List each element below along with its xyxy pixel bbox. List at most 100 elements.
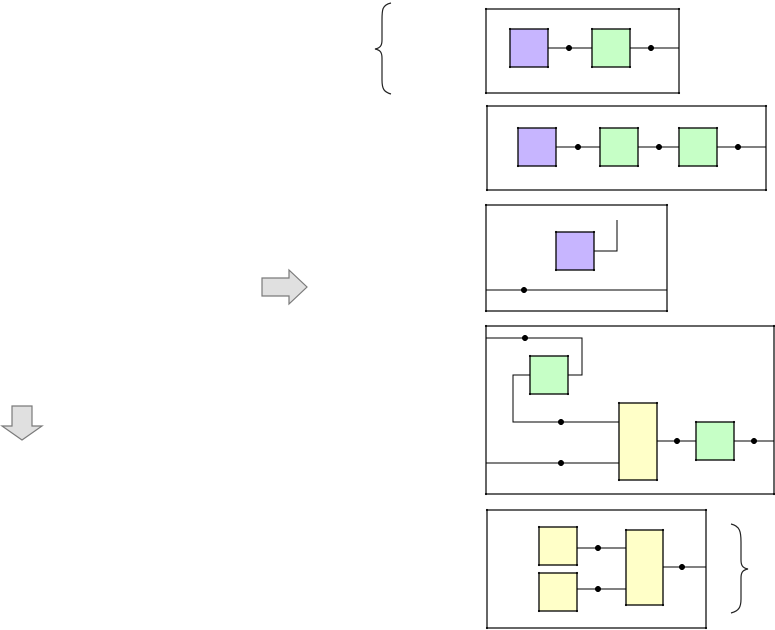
panel-5-yellow-block-2-corner-3 <box>537 609 541 613</box>
panel-4-frame <box>485 325 775 495</box>
panel-4-green-block-2 <box>695 421 735 461</box>
panel-1-purple-block <box>509 28 549 68</box>
right-arrow-icon <box>261 268 308 306</box>
panel-3-purple-block-corner-3 <box>554 268 558 272</box>
panel-5-frame-corner-1 <box>485 508 489 512</box>
panel-5-yellow-block-1-corner-1 <box>537 525 541 529</box>
panel-1-frame-corner-2 <box>677 7 681 11</box>
panel-4-frame-corner-4 <box>772 492 775 496</box>
panel-1-purple-block-corner-1 <box>508 27 512 31</box>
panel-5-yellow-block-2-corner-2 <box>575 571 579 575</box>
panel-2-green-block-2-corner-3 <box>677 164 681 168</box>
panel-2-frame-corner-1 <box>485 104 489 108</box>
panel-5-frame-corner-4 <box>704 626 708 630</box>
panel-4-green-block-1 <box>529 355 569 395</box>
panel-5-node-3 <box>678 563 686 571</box>
panel-5-node-1 <box>594 544 602 552</box>
panel-5-frame-corner-3 <box>485 626 489 630</box>
panel-4-yellow-block-corner-2 <box>655 401 659 405</box>
panel-4 <box>484 324 775 496</box>
bottom-curly-brace <box>730 523 749 614</box>
panel-5-yellow-block-3 <box>625 529 664 606</box>
panel-3-purple-block-corner-1 <box>554 230 558 234</box>
panel-3-purple-block-corner-2 <box>592 230 596 234</box>
panel-1-green-block-corner-4 <box>628 65 632 69</box>
panel-3 <box>484 203 669 313</box>
panel-5-frame-corner-2 <box>704 508 708 512</box>
panel-2-green-block-1-corner-4 <box>636 164 640 168</box>
panel-2-frame-corner-2 <box>764 104 768 108</box>
panel-3-frame-corner-1 <box>484 203 488 207</box>
panel-1-node-2 <box>647 44 655 52</box>
panel-4-green-block-2-corner-3 <box>694 458 698 462</box>
panel-2-green-block-2-corner-4 <box>715 164 719 168</box>
panel-1-frame <box>485 8 680 94</box>
panel-1-frame-corner-4 <box>677 91 681 95</box>
panel-5-yellow-block-3-corner-1 <box>624 528 628 532</box>
panel-4-node-middle <box>557 418 565 426</box>
panel-4-green-block-2-corner-2 <box>732 420 736 424</box>
panel-2-purple-block <box>517 127 557 167</box>
panel-2-frame-corner-4 <box>764 188 768 192</box>
panel-1-purple-block-corner-3 <box>508 65 512 69</box>
panel-5-yellow-block-2-corner-4 <box>575 609 579 613</box>
panel-4-node-output-2 <box>750 437 758 445</box>
panel-2-node-1 <box>574 143 582 151</box>
panel-5-yellow-block-3-corner-4 <box>661 603 665 607</box>
panel-3-node-1 <box>520 286 528 294</box>
panel-2-green-block-1-corner-3 <box>598 164 602 168</box>
panel-2-green-block-1-corner-1 <box>598 126 602 130</box>
panel-5-yellow-block-2-corner-1 <box>537 571 541 575</box>
panel-3-purple-block <box>555 231 595 271</box>
panel-5-yellow-block-3-corner-3 <box>624 603 628 607</box>
panel-4-yellow-block-corner-4 <box>655 478 659 482</box>
panel-2-green-block-1-corner-2 <box>636 126 640 130</box>
panel-1 <box>484 7 681 95</box>
panel-4-yellow-block <box>618 402 658 481</box>
panel-4-green-block-2-corner-4 <box>732 458 736 462</box>
panel-1-frame-corner-3 <box>484 91 488 95</box>
panel-2-purple-block-corner-2 <box>554 126 558 130</box>
panel-1-frame-corner-1 <box>484 7 488 11</box>
panel-4-yellow-block-corner-1 <box>617 401 621 405</box>
down-arrow-icon <box>0 405 44 441</box>
panel-5 <box>485 508 708 630</box>
panel-4-frame-corner-2 <box>772 324 775 328</box>
panel-2-node-3 <box>734 143 742 151</box>
panel-5-yellow-block-1-corner-3 <box>537 563 541 567</box>
panel-3-purple-block-corner-4 <box>592 268 596 272</box>
panel-4-left-wire <box>512 374 619 423</box>
panel-2-purple-block-corner-1 <box>516 126 520 130</box>
panel-4-frame-corner-3 <box>484 492 488 496</box>
panel-1-purple-block-corner-2 <box>546 27 550 31</box>
panel-2 <box>485 104 768 192</box>
panel-2-node-2 <box>655 143 663 151</box>
panel-2-green-block-1 <box>599 127 639 167</box>
panel-5-yellow-block-3-corner-2 <box>661 528 665 532</box>
panel-5-node-2 <box>594 585 602 593</box>
panel-2-purple-block-corner-4 <box>554 164 558 168</box>
panel-4-node-top <box>521 334 529 342</box>
decorations <box>0 2 749 614</box>
panel-2-frame-corner-3 <box>485 188 489 192</box>
panel-1-green-block <box>591 28 631 68</box>
panel-4-frame-corner-1 <box>484 324 488 328</box>
panel-3-frame-corner-2 <box>665 203 669 207</box>
panel-1-green-block-corner-2 <box>628 27 632 31</box>
panel-1-purple-block-corner-4 <box>546 65 550 69</box>
panel-4-yellow-block-corner-3 <box>617 478 621 482</box>
panel-1-green-block-corner-3 <box>590 65 594 69</box>
panel-5-yellow-block-1-corner-4 <box>575 563 579 567</box>
panel-4-green-block-1-corner-3 <box>528 392 532 396</box>
panel-4-top-wire <box>486 337 583 376</box>
panel-4-green-block-2-corner-1 <box>694 420 698 424</box>
panel-3-feedback-line <box>594 220 618 252</box>
panel-4-node-lower <box>557 459 565 467</box>
panel-2-purple-block-corner-3 <box>516 164 520 168</box>
panel-5-yellow-block-2 <box>538 572 578 612</box>
panel-5-yellow-block-1-corner-2 <box>575 525 579 529</box>
panel-4-green-block-1-corner-4 <box>566 392 570 396</box>
panel-2-green-block-2-corner-1 <box>677 126 681 130</box>
